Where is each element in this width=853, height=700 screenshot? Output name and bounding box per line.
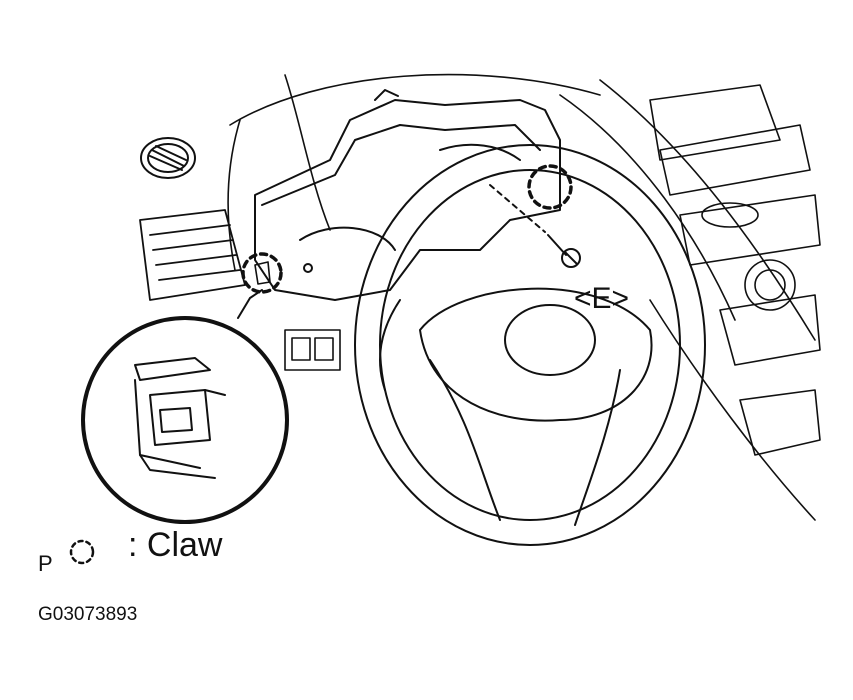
round-vent-icon <box>140 137 196 179</box>
claw-bracket-icon <box>254 261 271 285</box>
switch-panel <box>284 329 341 371</box>
steering-wheel <box>354 144 706 546</box>
view-prefix-label: P <box>38 551 53 576</box>
figure-code: G03073893 <box>38 604 138 625</box>
left-vent-icon <box>139 209 246 301</box>
dash-outline <box>227 73 816 521</box>
legend-label: : Claw <box>128 526 223 564</box>
combination-meter-housing <box>254 89 561 301</box>
screw-icon <box>489 184 581 268</box>
center-console <box>649 84 821 456</box>
detail-view <box>81 289 289 524</box>
claw-indicator-left <box>241 252 283 294</box>
claw-indicator-upper <box>527 164 573 210</box>
claw-legend-icon <box>69 539 95 565</box>
fastener-label: <E> <box>574 282 630 315</box>
